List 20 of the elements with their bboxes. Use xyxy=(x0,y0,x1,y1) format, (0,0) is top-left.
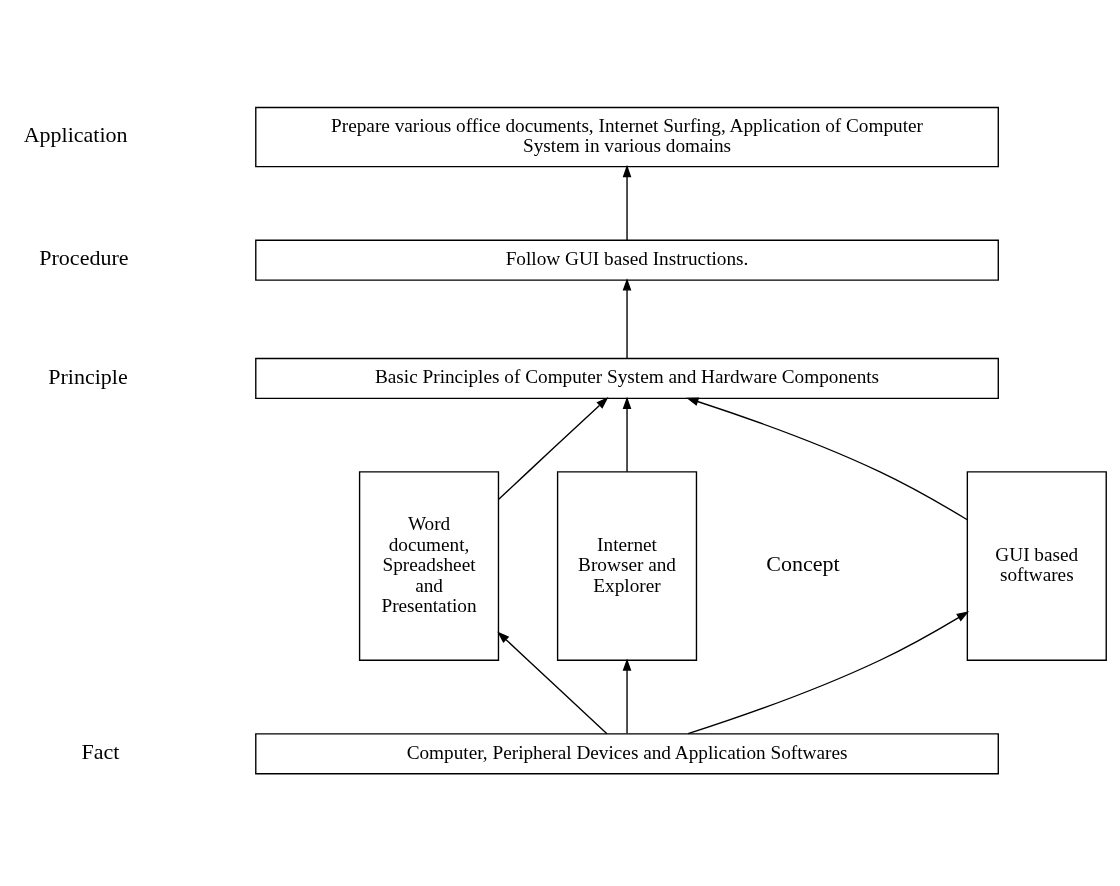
arrow xyxy=(622,164,632,241)
arrow xyxy=(686,397,968,521)
node-box: Internet Browser and Explorer xyxy=(556,471,698,661)
node-box: Word document, Spreadsheet and Presentation xyxy=(358,471,500,661)
node-box: Prepare various office documents, Internet Surfing, Application of Computer System in various domains xyxy=(255,106,999,168)
label: Fact xyxy=(81,738,120,764)
arrow xyxy=(622,658,632,734)
label: Procedure xyxy=(39,245,129,271)
node-box: Computer, Peripheral Devices and Application Softwares xyxy=(255,733,999,775)
label: Concept xyxy=(766,551,840,577)
label: Application xyxy=(23,122,128,148)
label: Principle xyxy=(48,363,128,389)
arrow xyxy=(498,397,609,500)
arrow xyxy=(687,611,970,735)
arrow xyxy=(622,278,632,359)
node-box: GUI based softwares xyxy=(966,471,1107,661)
node-box: Follow GUI based Instructions. xyxy=(255,239,999,281)
node-box: Basic Principles of Computer System and Hardware Components xyxy=(255,357,999,399)
arrow xyxy=(497,631,608,735)
arrow xyxy=(622,396,632,473)
